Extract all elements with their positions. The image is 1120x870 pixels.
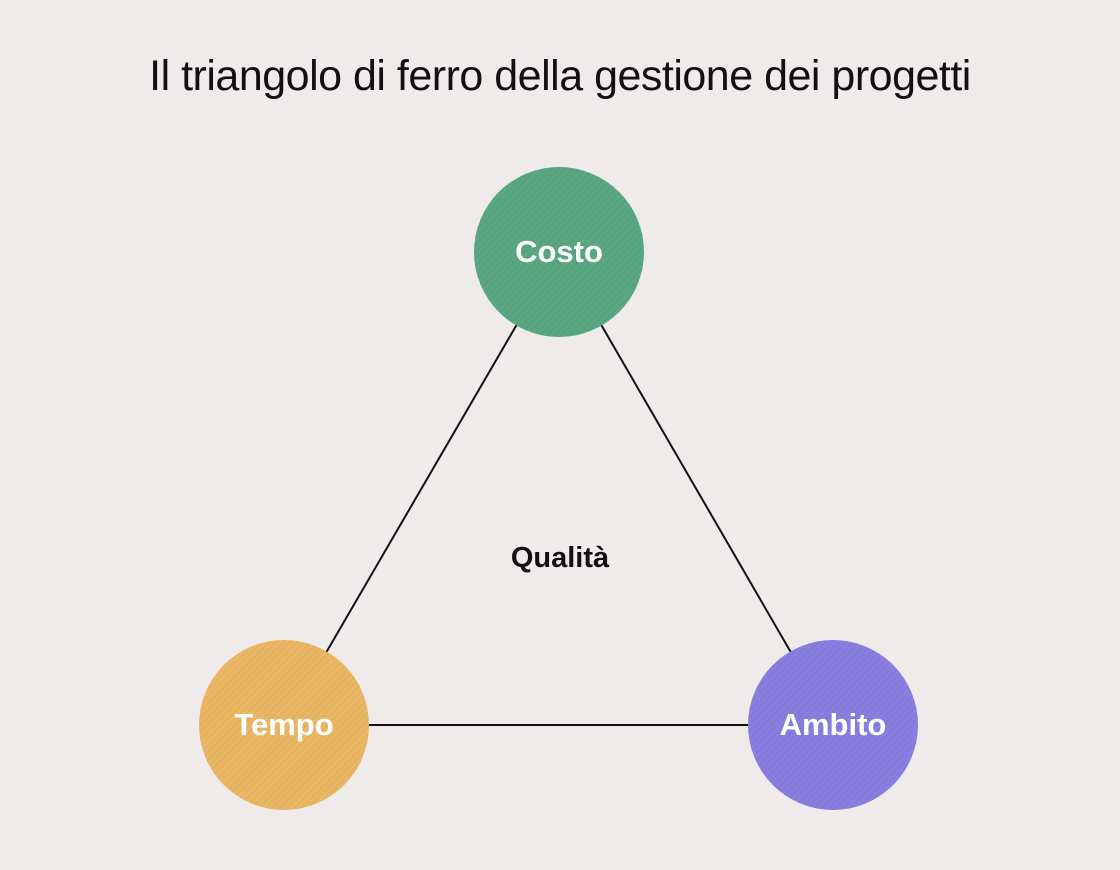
- edge-costo-ambito: [558, 251, 834, 726]
- node-costo: Costo: [474, 167, 644, 337]
- node-ambito-label: Ambito: [779, 707, 887, 742]
- node-tempo-label: Tempo: [234, 707, 334, 742]
- center-label-qualita: Qualità: [510, 542, 610, 574]
- node-ambito: Ambito: [748, 640, 918, 810]
- node-costo-label: Costo: [515, 234, 603, 269]
- edge-costo-tempo: [283, 251, 560, 726]
- diagram-title: Il triangolo di ferro della gestione dei…: [149, 52, 971, 100]
- node-tempo: Tempo: [199, 640, 369, 810]
